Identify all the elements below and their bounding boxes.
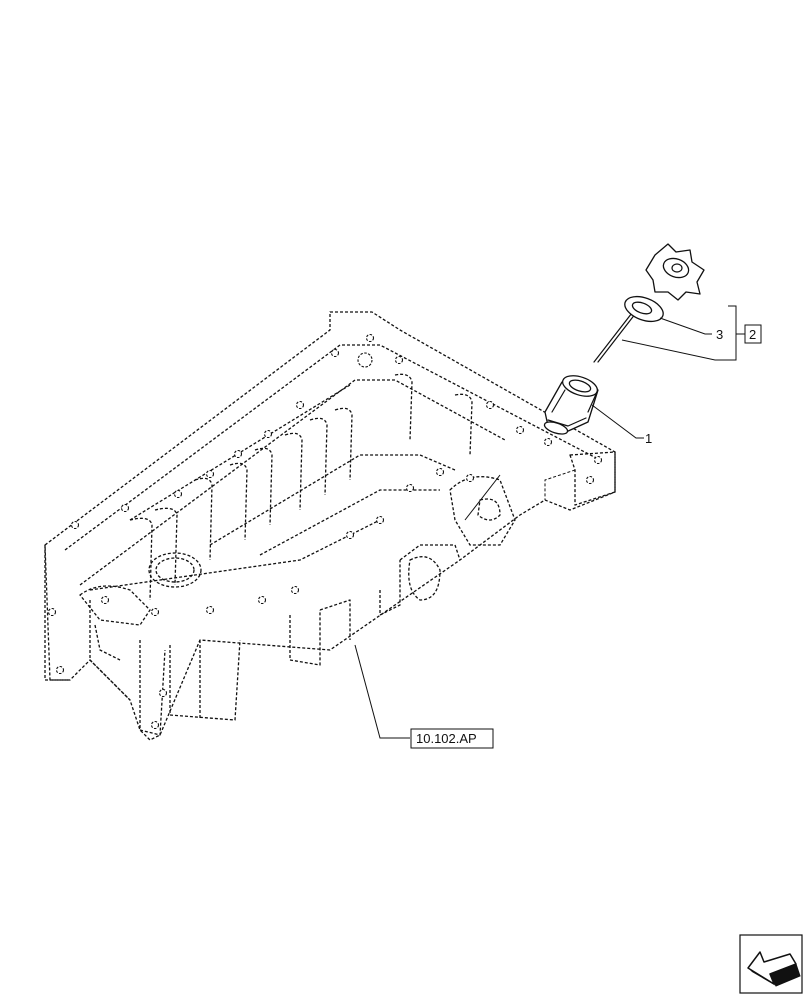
callout-kit-2: 2 [749, 327, 756, 342]
kit-2-box [744, 324, 762, 344]
next-page-arrow-icon[interactable] [739, 934, 803, 994]
callout-part-1: 1 [645, 431, 652, 446]
dipstick [593, 243, 705, 363]
callout-part-3: 3 [716, 327, 723, 342]
leader-lines [354, 305, 745, 739]
ref-code-box [410, 728, 494, 749]
oil-sump-housing [44, 311, 616, 741]
dipstick-tube [543, 375, 599, 435]
ref-code-label[interactable]: 10.102.AP [416, 731, 477, 746]
